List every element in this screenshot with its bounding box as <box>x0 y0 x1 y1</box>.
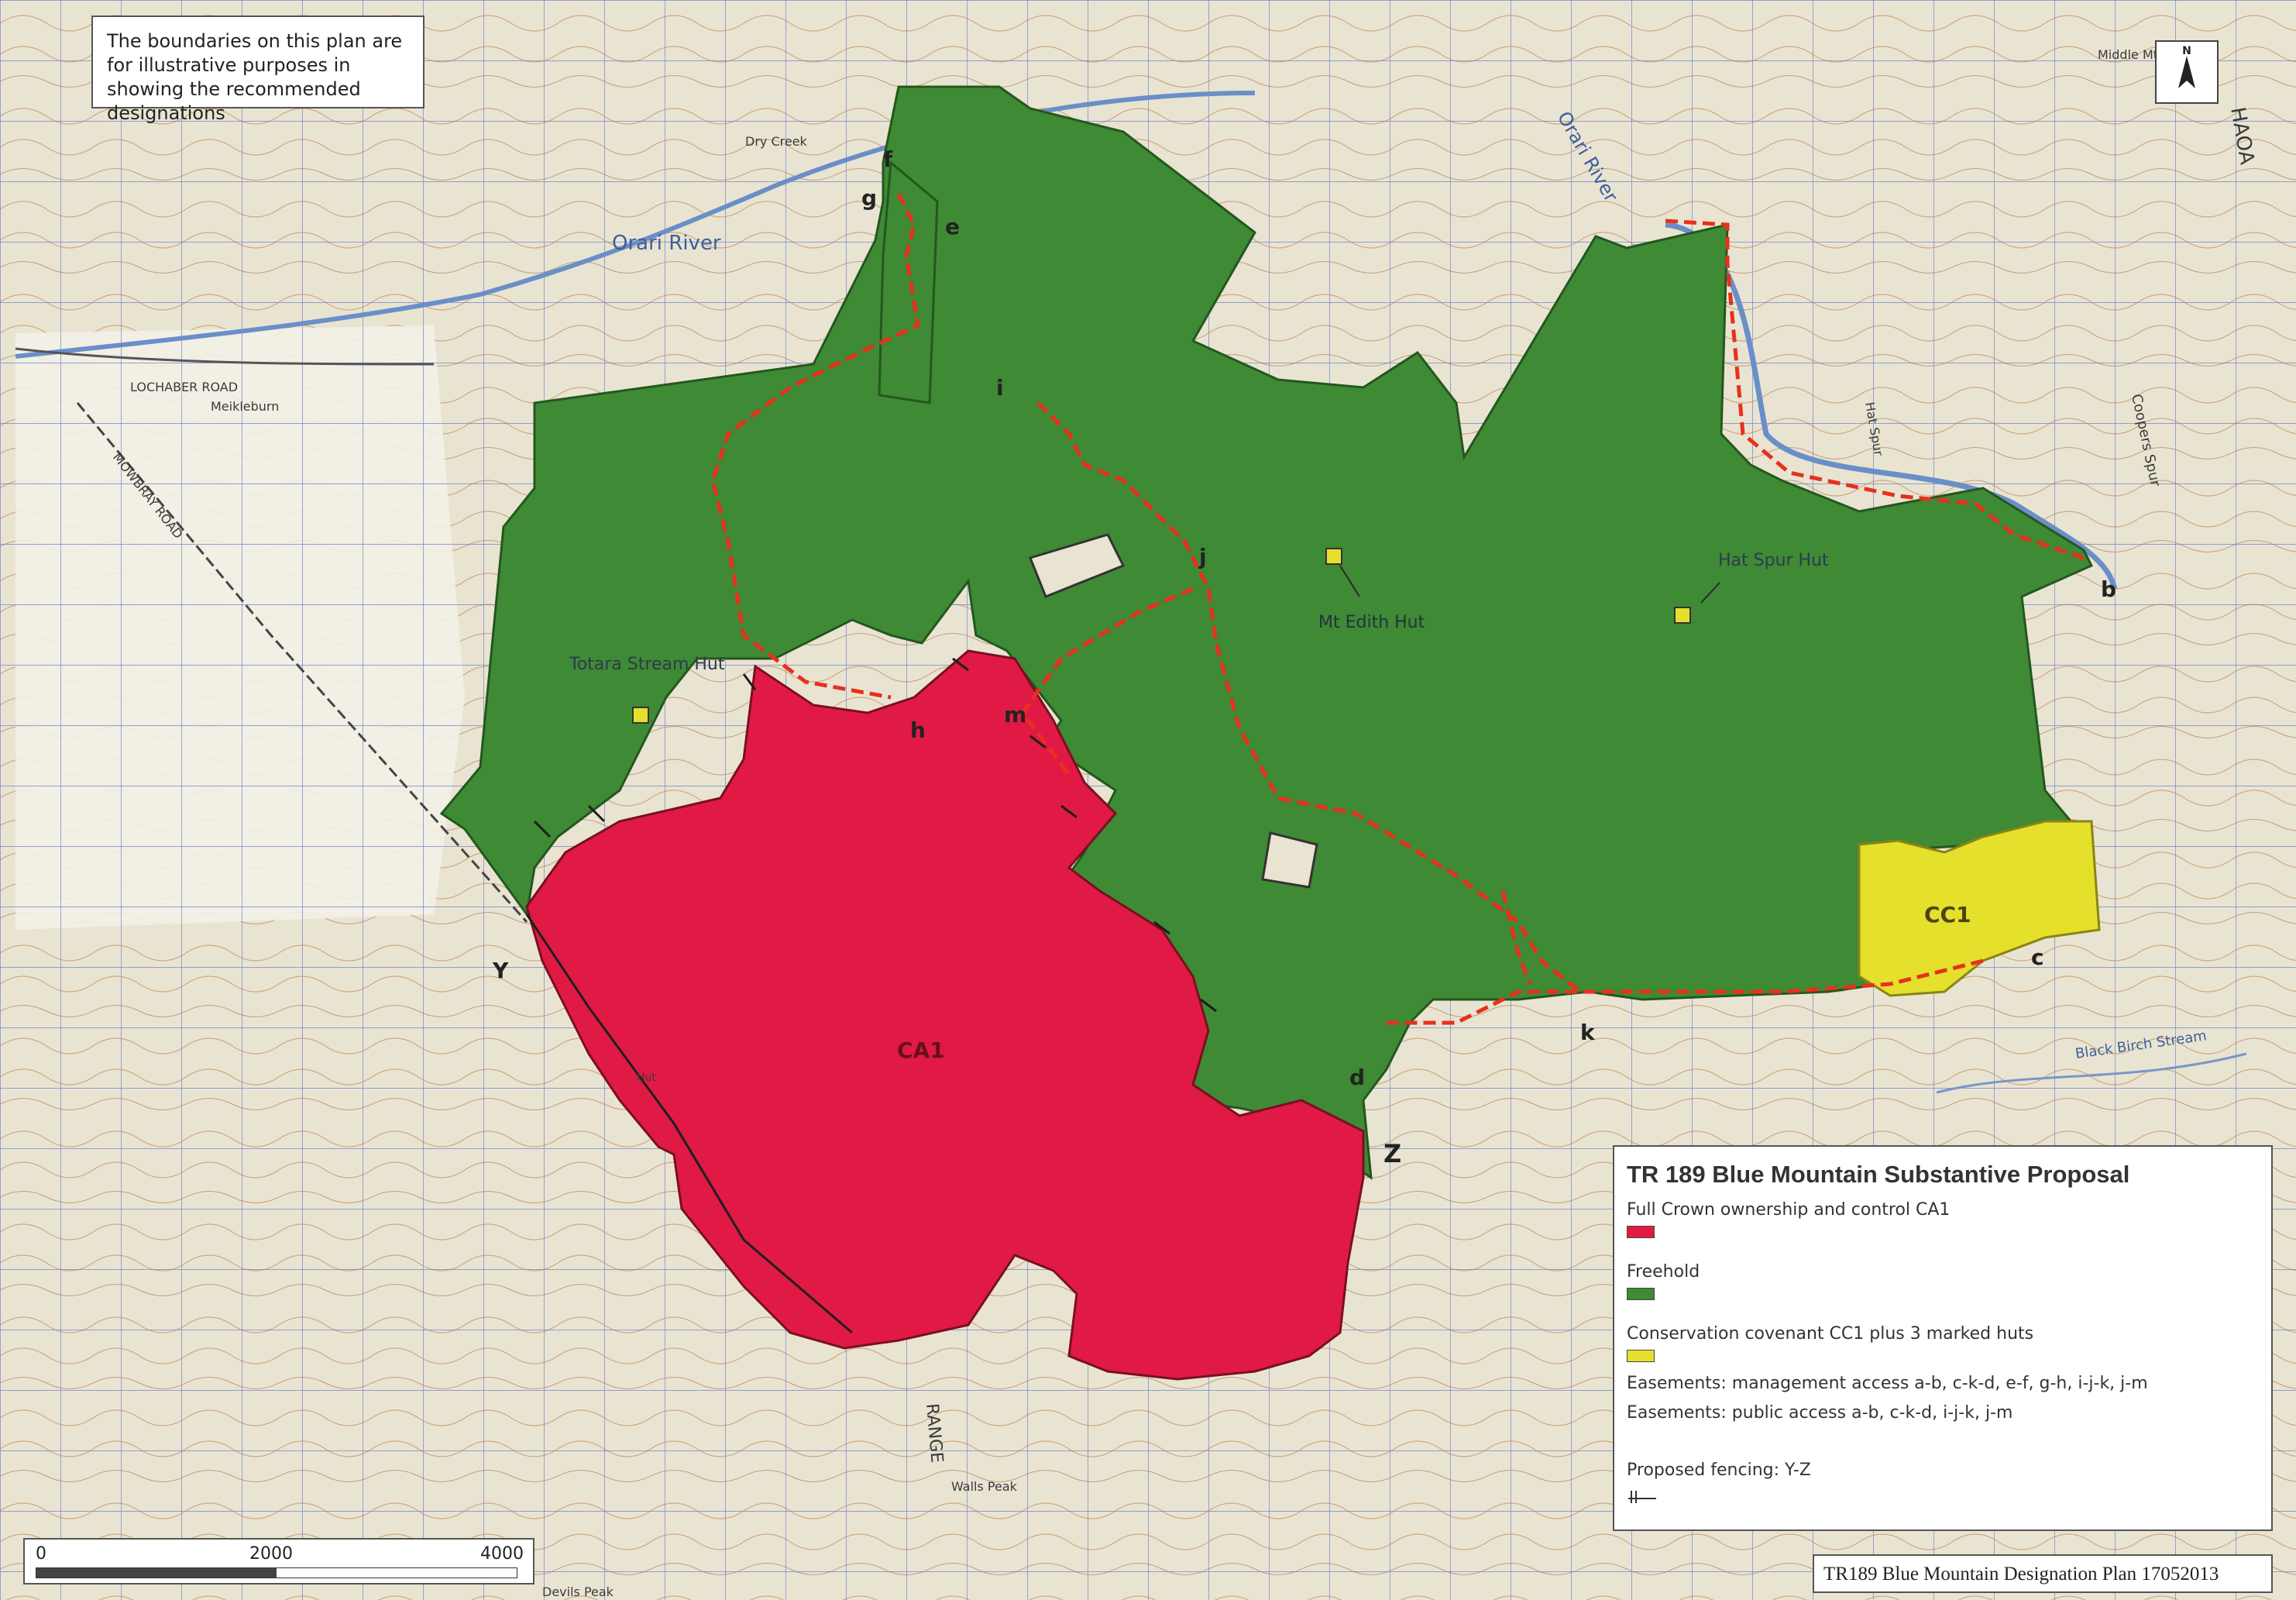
easement-c-k-d <box>1387 958 1984 1025</box>
point-d-label: d <box>1349 1065 1365 1090</box>
north-arrow-icon: N <box>2178 45 2195 88</box>
illustrative-note: The boundaries on this plan are for illu… <box>91 15 424 124</box>
hat-spur-hut-leader <box>1700 582 1720 604</box>
legend-title: TR 189 Blue Mountain Substantive Proposa… <box>1627 1161 2130 1188</box>
devils-peak-label: Devils Peak <box>542 1585 614 1599</box>
fence-symbol-icon <box>1628 1491 1656 1503</box>
north-label: N <box>2182 45 2191 57</box>
point-f-label: f <box>883 146 893 172</box>
legend-item-freehold-label: Freehold <box>1627 1262 1700 1282</box>
point-k-label: k <box>1580 1020 1596 1045</box>
fencing-line <box>525 914 853 1334</box>
easement-e-f-g-h <box>710 192 920 700</box>
plan-identifier: TR189 Blue Mountain Designation Plan 170… <box>1813 1554 2273 1593</box>
point-c-label: c <box>2031 945 2044 970</box>
scale-tick-0: 0 <box>36 1544 46 1564</box>
orari-river-label-west: Orari River <box>612 232 721 255</box>
mt-edith-hut-marker <box>1325 548 1342 565</box>
fence-ticks <box>533 657 1217 1013</box>
covenant-area <box>1858 820 2101 997</box>
ca1-label: CA1 <box>897 1037 945 1063</box>
cc1-label: CC1 <box>1924 902 1971 927</box>
mt-edith-hut-label: Mt Edith Hut <box>1318 613 1425 632</box>
legend: TR 189 Blue Mountain Substantive Proposa… <box>1613 1145 2273 1531</box>
scale-tick-4000: 4000 <box>480 1544 524 1564</box>
dry-creek-label: Dry Creek <box>745 134 808 149</box>
hut-label: Hut <box>637 1072 656 1084</box>
legend-item-crown-label: Full Crown ownership and control CA1 <box>1627 1200 1951 1220</box>
orari-river-east <box>1665 222 2118 590</box>
legend-easement-public: Easements: public access a-b, c-k-d, i-j… <box>1627 1403 2013 1423</box>
point-b-label: b <box>2101 576 2116 602</box>
easement-branch <box>1500 890 1532 985</box>
point-h-label: h <box>910 717 926 743</box>
point-j-label: j <box>1198 544 1207 569</box>
excluded-block-north <box>1028 533 1126 598</box>
legend-swatch-crown <box>1627 1226 1655 1238</box>
black-birch-stream <box>1936 1052 2247 1094</box>
mt-edith-hut-leader <box>1339 565 1360 597</box>
easement-lines <box>710 192 2085 1025</box>
point-y-label: Y <box>492 958 509 983</box>
excluded-block-south <box>1261 831 1318 889</box>
freehold-area <box>439 85 2094 1181</box>
point-z-label: Z <box>1383 1139 1401 1168</box>
point-g-label: g <box>861 185 877 211</box>
totara-stream-hut-marker <box>632 707 649 724</box>
scale-bar-graphic <box>36 1567 517 1578</box>
crown-ownership-area <box>525 649 1365 1381</box>
walls-peak-label: Walls Peak <box>951 1479 1018 1494</box>
scale-bar: 0 2000 4000 <box>23 1538 534 1585</box>
lochaber-road <box>15 347 435 366</box>
legend-item-covenant-label: Conservation covenant CC1 plus 3 marked … <box>1627 1324 2034 1344</box>
easement-a-b <box>1665 218 2085 560</box>
legend-fencing: Proposed fencing: Y-Z <box>1627 1461 1811 1480</box>
meikleburn-label: Meikleburn <box>211 399 279 414</box>
point-m-label: m <box>1004 702 1026 728</box>
north-arrow: N <box>2155 40 2219 104</box>
freehold-wedge <box>878 160 939 404</box>
easement-j-m <box>1019 587 1194 776</box>
legend-swatch-freehold <box>1627 1288 1655 1300</box>
mowbray-road <box>76 402 528 923</box>
point-i-label: i <box>996 375 1004 401</box>
middle-mt-label: Middle Mt <box>2098 47 2158 62</box>
point-e-label: e <box>945 214 960 239</box>
scale-tick-2000: 2000 <box>249 1544 293 1564</box>
hat-spur-hut-label: Hat Spur Hut <box>1718 551 1829 570</box>
totara-stream-hut-label: Totara Stream Hut <box>569 655 725 674</box>
hat-spur-hut-marker <box>1674 607 1691 624</box>
legend-swatch-covenant <box>1627 1350 1655 1362</box>
legend-easement-management: Easements: management access a-b, c-k-d,… <box>1627 1374 2148 1393</box>
lochaber-road-label: LOCHABER ROAD <box>130 380 238 394</box>
